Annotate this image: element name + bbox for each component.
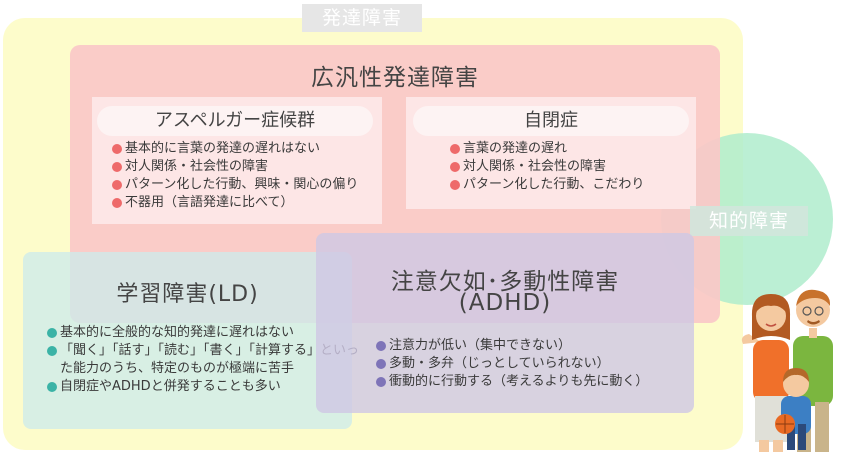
asperger-title: アスペルガー症候群 [97, 106, 373, 136]
list-item: 不器用（言語発達に比べて） [112, 194, 358, 212]
pdd-title: 広汎性発達障害 [311, 65, 479, 91]
list-item: 注意力が低い（集中できない） [376, 337, 648, 355]
ld-title: 学習障害(LD) [116, 282, 259, 307]
list-item: 多動・多弁（じっとしていられない） [376, 355, 648, 373]
list-item: 対人関係・社会性の障害 [112, 158, 358, 176]
list-item: 対人関係・社会性の障害 [450, 158, 644, 176]
adhd-list: 注意力が低い（集中できない） 多動・多弁（じっとしていられない） 衝動的に行動す… [376, 337, 648, 391]
adhd-title-abbrev: (ADHD) [458, 290, 552, 316]
list-item: 衝動的に行動する（考えるよりも先に動く） [376, 373, 648, 391]
developmental-disorder-label: 発達障害 [302, 4, 422, 32]
intellectual-disability-label: 知的障害 [690, 206, 808, 236]
ld-region [23, 252, 352, 429]
autism-title: 自閉症 [413, 106, 689, 136]
family-illustration-icon [741, 289, 833, 452]
list-item: パターン化した行動、こだわり [450, 176, 644, 194]
list-item: 基本的に全般的な知的発達に遅れはない [47, 324, 359, 342]
list-item: 言葉の発達の遅れ [450, 140, 644, 158]
autism-list: 言葉の発達の遅れ 対人関係・社会性の障害 パターン化した行動、こだわり [450, 140, 644, 194]
child-figure [775, 368, 811, 450]
asperger-list: 基本的に言葉の発達の遅れはない 対人関係・社会性の障害 パターン化した行動、興味… [112, 140, 358, 212]
list-item-continuation: た能力のうち、特定のものが極端に苦手 [60, 361, 295, 376]
list-item: 自閉症やADHDと併発することも多い [47, 378, 359, 396]
list-item: 「聞く」「話す」「読む」「書く」「計算する」といっ [47, 342, 359, 360]
list-item: 基本的に言葉の発達の遅れはない [112, 140, 358, 158]
adhd-title: 注意欠如･多動性障害 [390, 269, 620, 295]
ld-list: 基本的に全般的な知的発達に遅れはない 「聞く」「話す」「読む」「書く」「計算する… [47, 324, 359, 396]
list-item: パターン化した行動、興味・関心の偏り [112, 176, 358, 194]
